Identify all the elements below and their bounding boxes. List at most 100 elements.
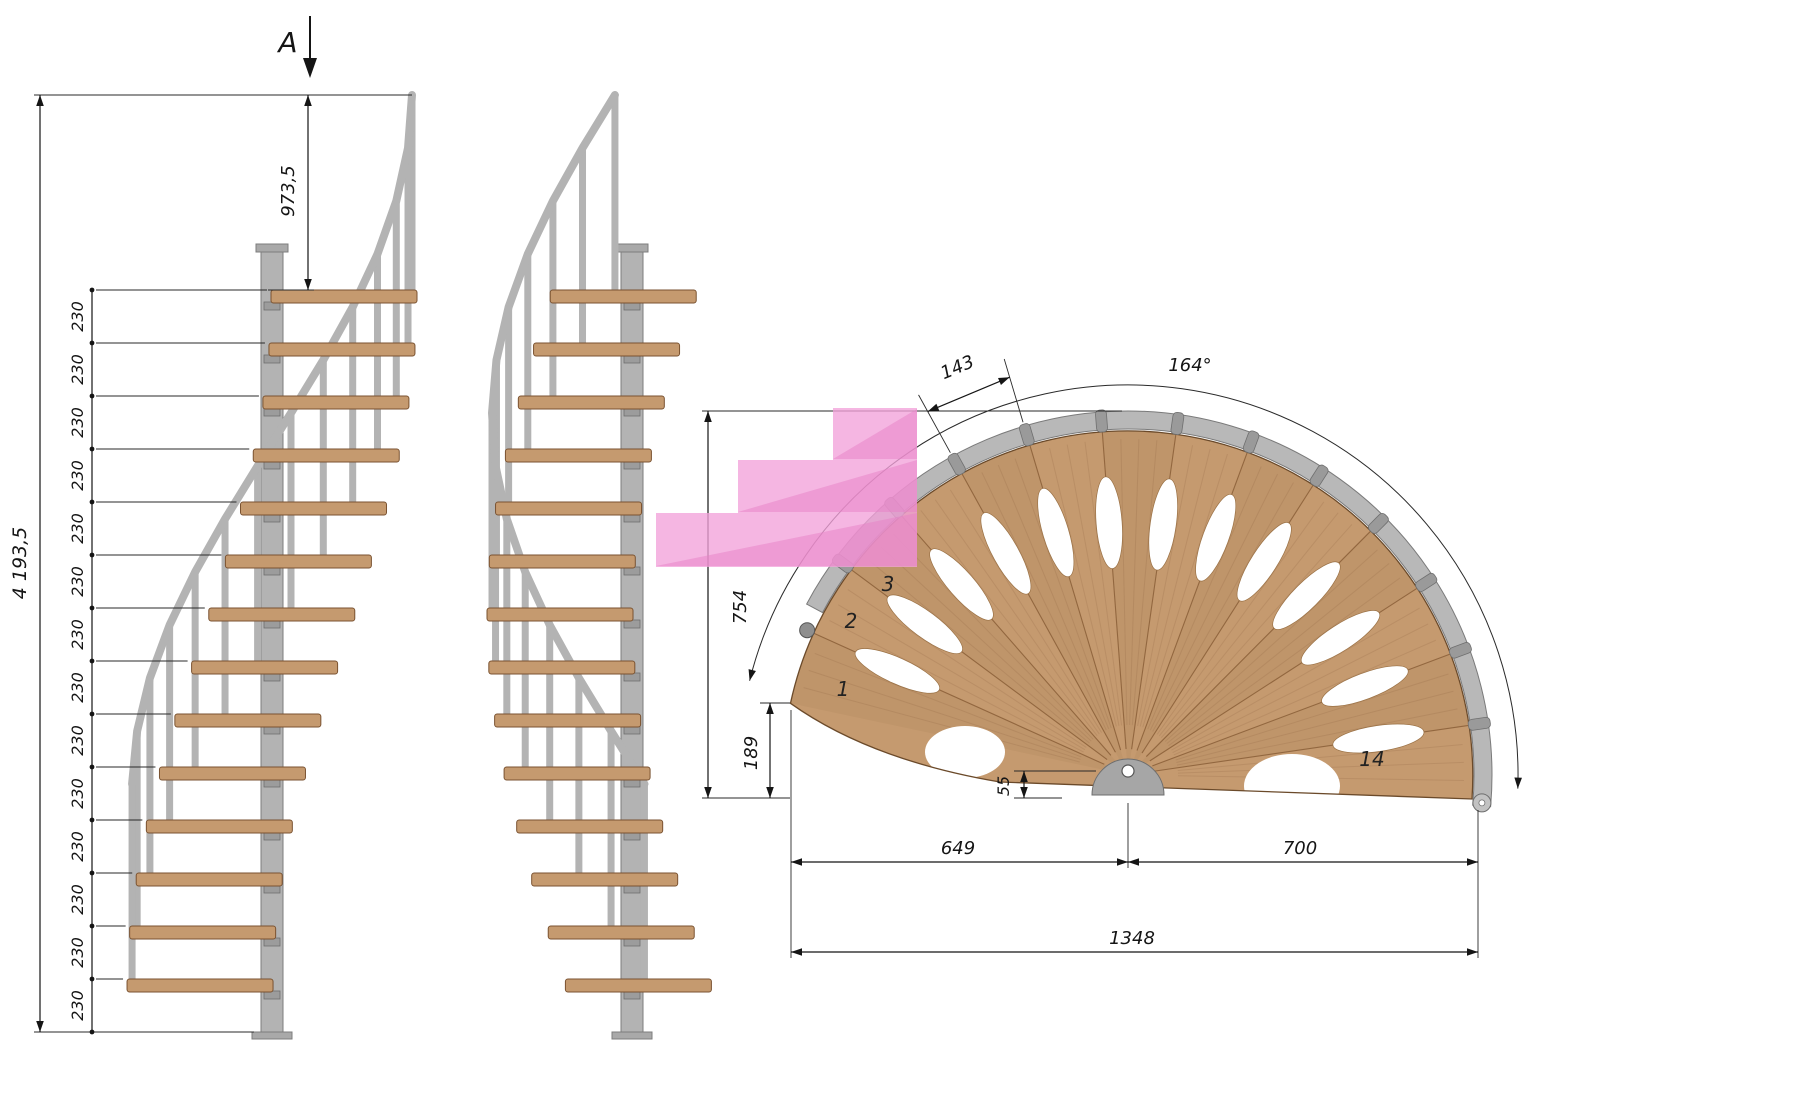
- tread-cutout: [1195, 493, 1237, 582]
- dim-step-rise: 230: [68, 460, 87, 491]
- dim-step-rise: 230: [68, 831, 87, 862]
- tread: [240, 501, 388, 516]
- rail-end-hole: [1478, 799, 1486, 807]
- baluster-connector: [1448, 642, 1472, 659]
- dim-total-width: 1348: [1109, 928, 1155, 949]
- tread: [516, 819, 664, 834]
- chain-tick: [89, 711, 95, 717]
- extension-line: [1003, 358, 1024, 423]
- chain-tick: [89, 605, 95, 611]
- tread: [224, 554, 372, 569]
- tread-number-2: 2: [845, 609, 858, 633]
- dim-step-rise: 230: [68, 354, 87, 385]
- tread-cutout: [1095, 476, 1123, 569]
- dim-step-rise: 230: [68, 884, 87, 915]
- dim-step-rise: 230: [68, 513, 87, 544]
- dim-top-rise: 973,5: [278, 165, 299, 217]
- tread: [135, 872, 283, 887]
- elevation-side-view: [126, 91, 418, 1040]
- tread-number-3: 3: [882, 572, 895, 596]
- tread: [129, 925, 277, 940]
- pole-top-plate: [255, 243, 289, 253]
- baluster-connector: [1170, 411, 1185, 436]
- section-highlight-overlay: [656, 408, 917, 567]
- dim-left-run: 649: [941, 838, 975, 859]
- tread: [533, 342, 681, 357]
- dim-step-rise: 230: [68, 672, 87, 703]
- center-pole: [620, 249, 644, 1033]
- dim-step-rise: 230: [68, 725, 87, 756]
- pole-base-plate: [251, 1031, 293, 1040]
- bottom-notch: [925, 726, 1005, 778]
- handrail: [128, 91, 416, 788]
- tread: [270, 289, 418, 304]
- tread-cutout: [1300, 610, 1381, 666]
- baluster-connector: [1095, 409, 1108, 433]
- tread: [494, 713, 642, 728]
- elevation-dimensions: 4 193,5 973,5 A 230 230 230 230 230 230 230 230…: [9, 16, 412, 1035]
- tread: [564, 978, 712, 993]
- tread: [262, 395, 410, 410]
- chain-tick: [89, 976, 95, 982]
- tread-cutout: [980, 512, 1032, 595]
- chain-tick: [89, 287, 95, 293]
- section-arrowhead: [303, 58, 317, 78]
- tread: [252, 448, 400, 463]
- dim-right-run: 700: [1283, 838, 1317, 859]
- chain-tick: [89, 499, 95, 505]
- dim-step-rise: 230: [68, 937, 87, 968]
- tread: [547, 925, 695, 940]
- center-pole-plan: [1121, 764, 1135, 778]
- dim-tread-width: 143: [938, 351, 978, 384]
- tread-cutout: [886, 594, 963, 654]
- tread: [488, 554, 636, 569]
- dim-step-rise: 230: [68, 990, 87, 1021]
- baluster-connector: [1018, 423, 1035, 447]
- dim-sweep-angle: 164°: [1168, 355, 1211, 376]
- dim-start-drop: 189: [741, 736, 762, 770]
- highlight-triangle-bottom: [656, 513, 917, 566]
- chain-tick: [89, 552, 95, 558]
- tread: [503, 766, 651, 781]
- baluster-connector: [1367, 512, 1389, 534]
- baluster-connector: [1242, 430, 1260, 454]
- extension-line: [918, 394, 951, 453]
- tread: [268, 342, 416, 357]
- tread-cutout: [1272, 561, 1341, 630]
- highlight-triangle-top: [833, 409, 917, 459]
- tread-cutout: [1037, 487, 1075, 578]
- highlight-triangle-middle: [738, 460, 917, 512]
- dim-plan-height: 754: [730, 590, 751, 624]
- section-marker-label: A: [276, 26, 297, 59]
- tread-number-14: 14: [1359, 747, 1384, 771]
- tread-width-dim-line: [927, 376, 1010, 413]
- baluster-connector: [1415, 572, 1438, 592]
- tread-number-1: 1: [837, 677, 850, 701]
- tread: [191, 660, 339, 675]
- dim-step-rise: 230: [68, 301, 87, 332]
- tread-cutout: [929, 548, 994, 621]
- tread: [158, 766, 306, 781]
- elevation-front-view: [486, 91, 712, 1040]
- chain-tick: [89, 446, 95, 452]
- chain-tick: [89, 817, 95, 823]
- step-rise-dimension-chain: 2302302302302302302302302302302302302302…: [68, 287, 267, 1035]
- pole-base-plate: [611, 1031, 653, 1040]
- dim-step-rise: 230: [68, 619, 87, 650]
- tread: [126, 978, 274, 993]
- tread-cutout: [1148, 478, 1178, 571]
- chain-tick: [89, 340, 95, 346]
- tread-cutout: [1236, 522, 1292, 602]
- tread: [488, 660, 636, 675]
- dim-pole-offset: 55: [994, 776, 1013, 796]
- chain-tick: [89, 870, 95, 876]
- tread: [495, 501, 643, 516]
- center-pole: [260, 249, 284, 1033]
- tread: [517, 395, 665, 410]
- chain-tick: [89, 923, 95, 929]
- baluster-connector: [947, 452, 966, 476]
- tread: [531, 872, 679, 887]
- dim-total-height: 4 193,5: [9, 527, 31, 600]
